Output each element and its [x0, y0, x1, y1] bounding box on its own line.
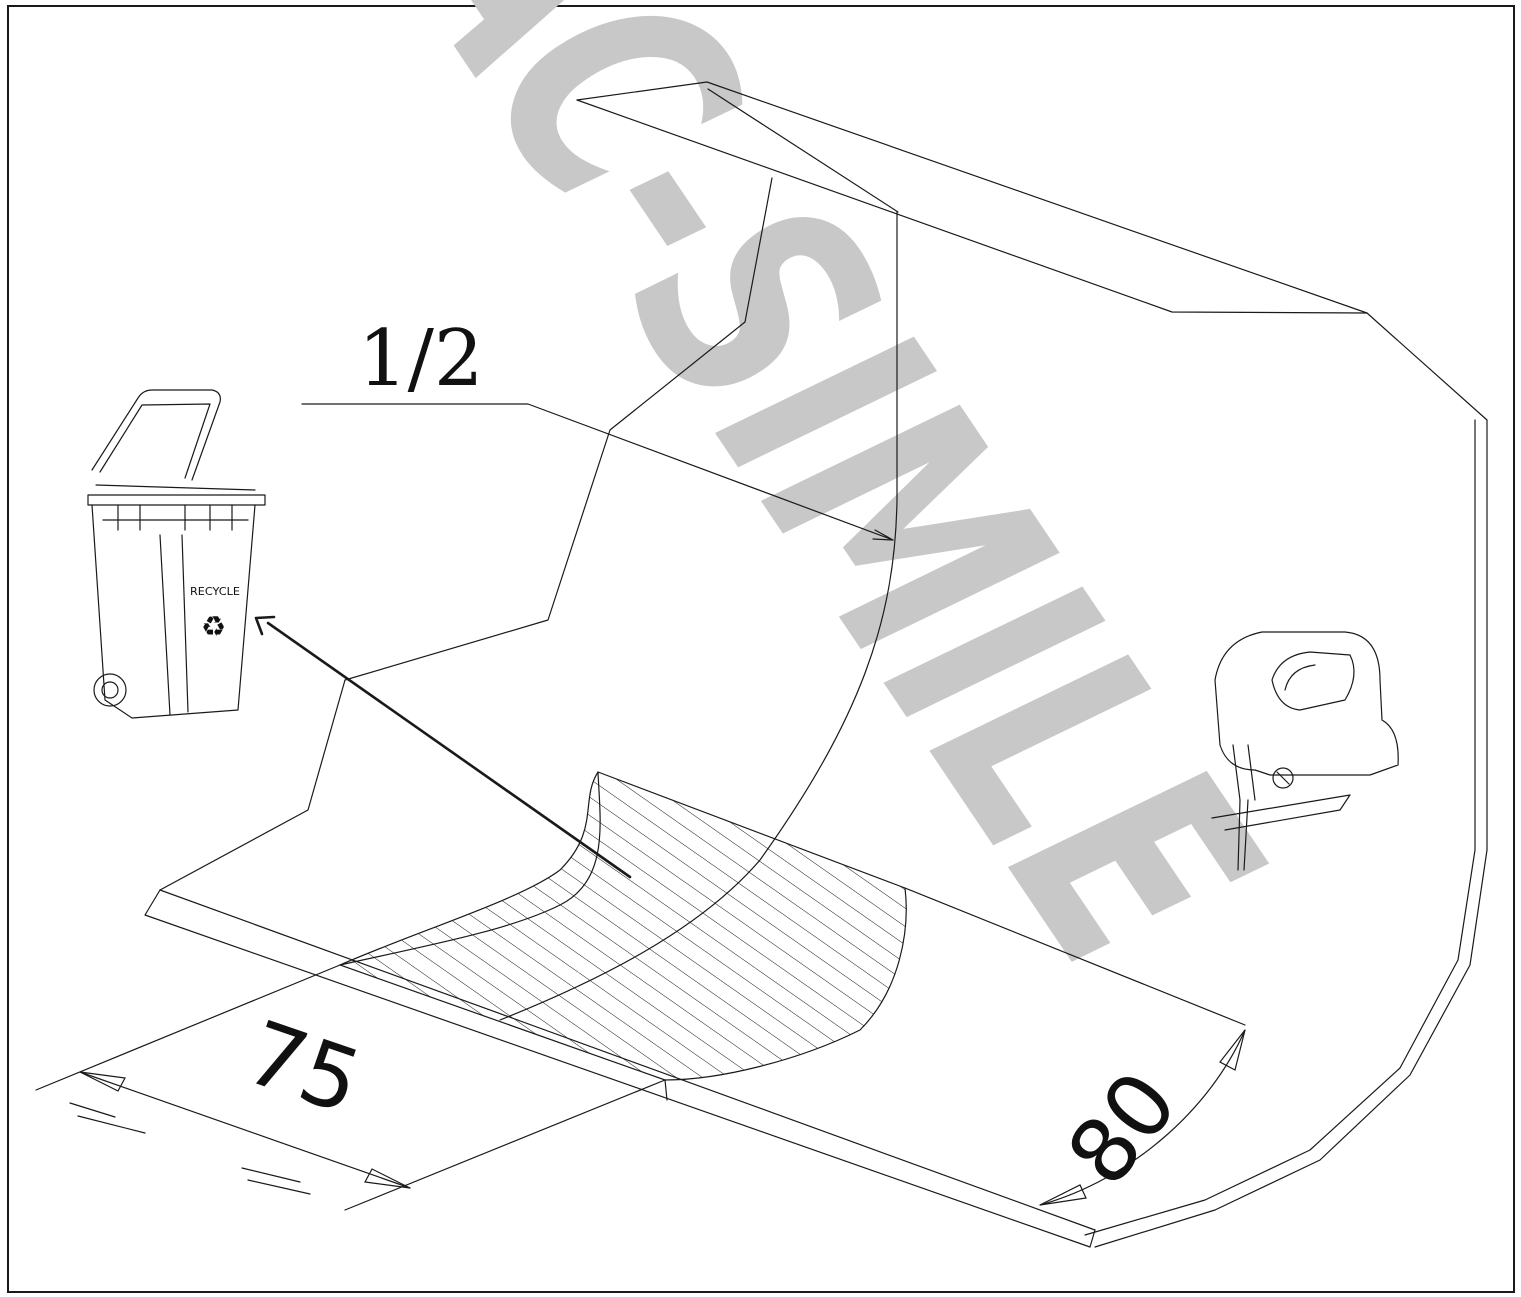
wall-profile — [159, 177, 773, 891]
recycle-symbol-icon: ♻ — [201, 610, 226, 643]
hatched-section — [338, 771, 907, 1081]
room-outline — [576, 81, 1488, 1248]
width-dimension-label: 75 — [234, 1001, 373, 1135]
bin-label: RECYCLE — [190, 585, 240, 598]
width-dimension — [35, 964, 666, 1211]
half-dimension — [301, 403, 894, 541]
jigsaw-icon — [1211, 631, 1399, 871]
diagram-frame — [7, 5, 1515, 1293]
depth-dimension — [1039, 1029, 1246, 1206]
fraction-label: 1/2 — [358, 314, 484, 404]
discard-arrow — [254, 615, 632, 879]
depth-dimension-label: 80 — [1047, 1053, 1197, 1205]
hatched-curl — [339, 771, 601, 966]
recycle-bin-icon — [87, 389, 266, 719]
